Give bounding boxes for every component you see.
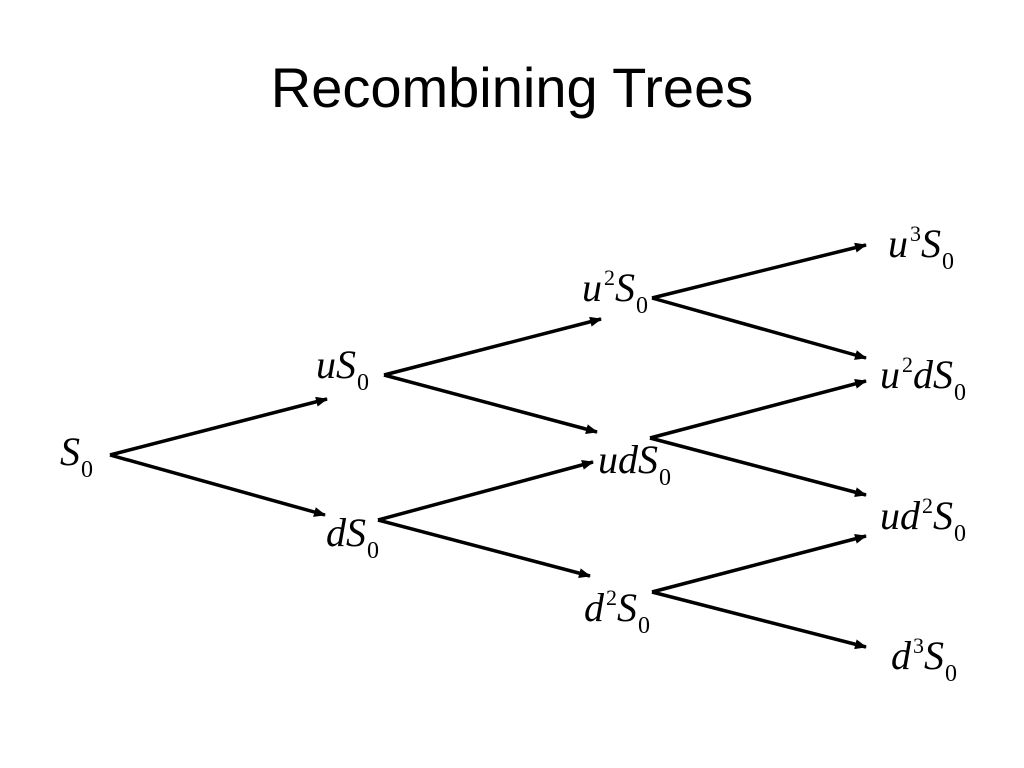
arrow-u2S0-to-u3S0 [651, 242, 867, 300]
arrow-uS0-to-udS0 [383, 373, 598, 434]
node-dS0: dS0 [326, 510, 379, 564]
node-d3S0: d3S0 [891, 633, 957, 687]
arrow-udS0-to-ud2S0 [649, 436, 867, 498]
node-ud2S0: ud2S0 [880, 493, 966, 547]
arrow-u2S0-to-u2dS0 [651, 296, 867, 360]
node-s0: S0 [60, 429, 93, 483]
arrow-uS0-to-u2S0 [383, 316, 602, 377]
node-u2S0: u2S0 [582, 265, 648, 319]
arrow-d2S0-to-ud2S0 [651, 533, 867, 594]
node-d2S0: d2S0 [584, 585, 650, 639]
node-u2dS0: u2dS0 [880, 352, 966, 406]
arrow-s0-to-dS0 [109, 453, 326, 517]
arrow-dS0-to-d2S0 [377, 518, 591, 579]
node-udS0: udS0 [598, 437, 671, 491]
slide-title: Recombining Trees [270, 56, 754, 119]
node-u3S0: u3S0 [888, 221, 954, 275]
arrow-dS0-to-udS0 [377, 460, 594, 522]
arrow-d2S0-to-d3S0 [651, 590, 867, 650]
arrow-s0-to-uS0 [109, 396, 328, 457]
node-uS0: uS0 [316, 342, 369, 396]
arrow-udS0-to-u2dS0 [649, 378, 867, 440]
